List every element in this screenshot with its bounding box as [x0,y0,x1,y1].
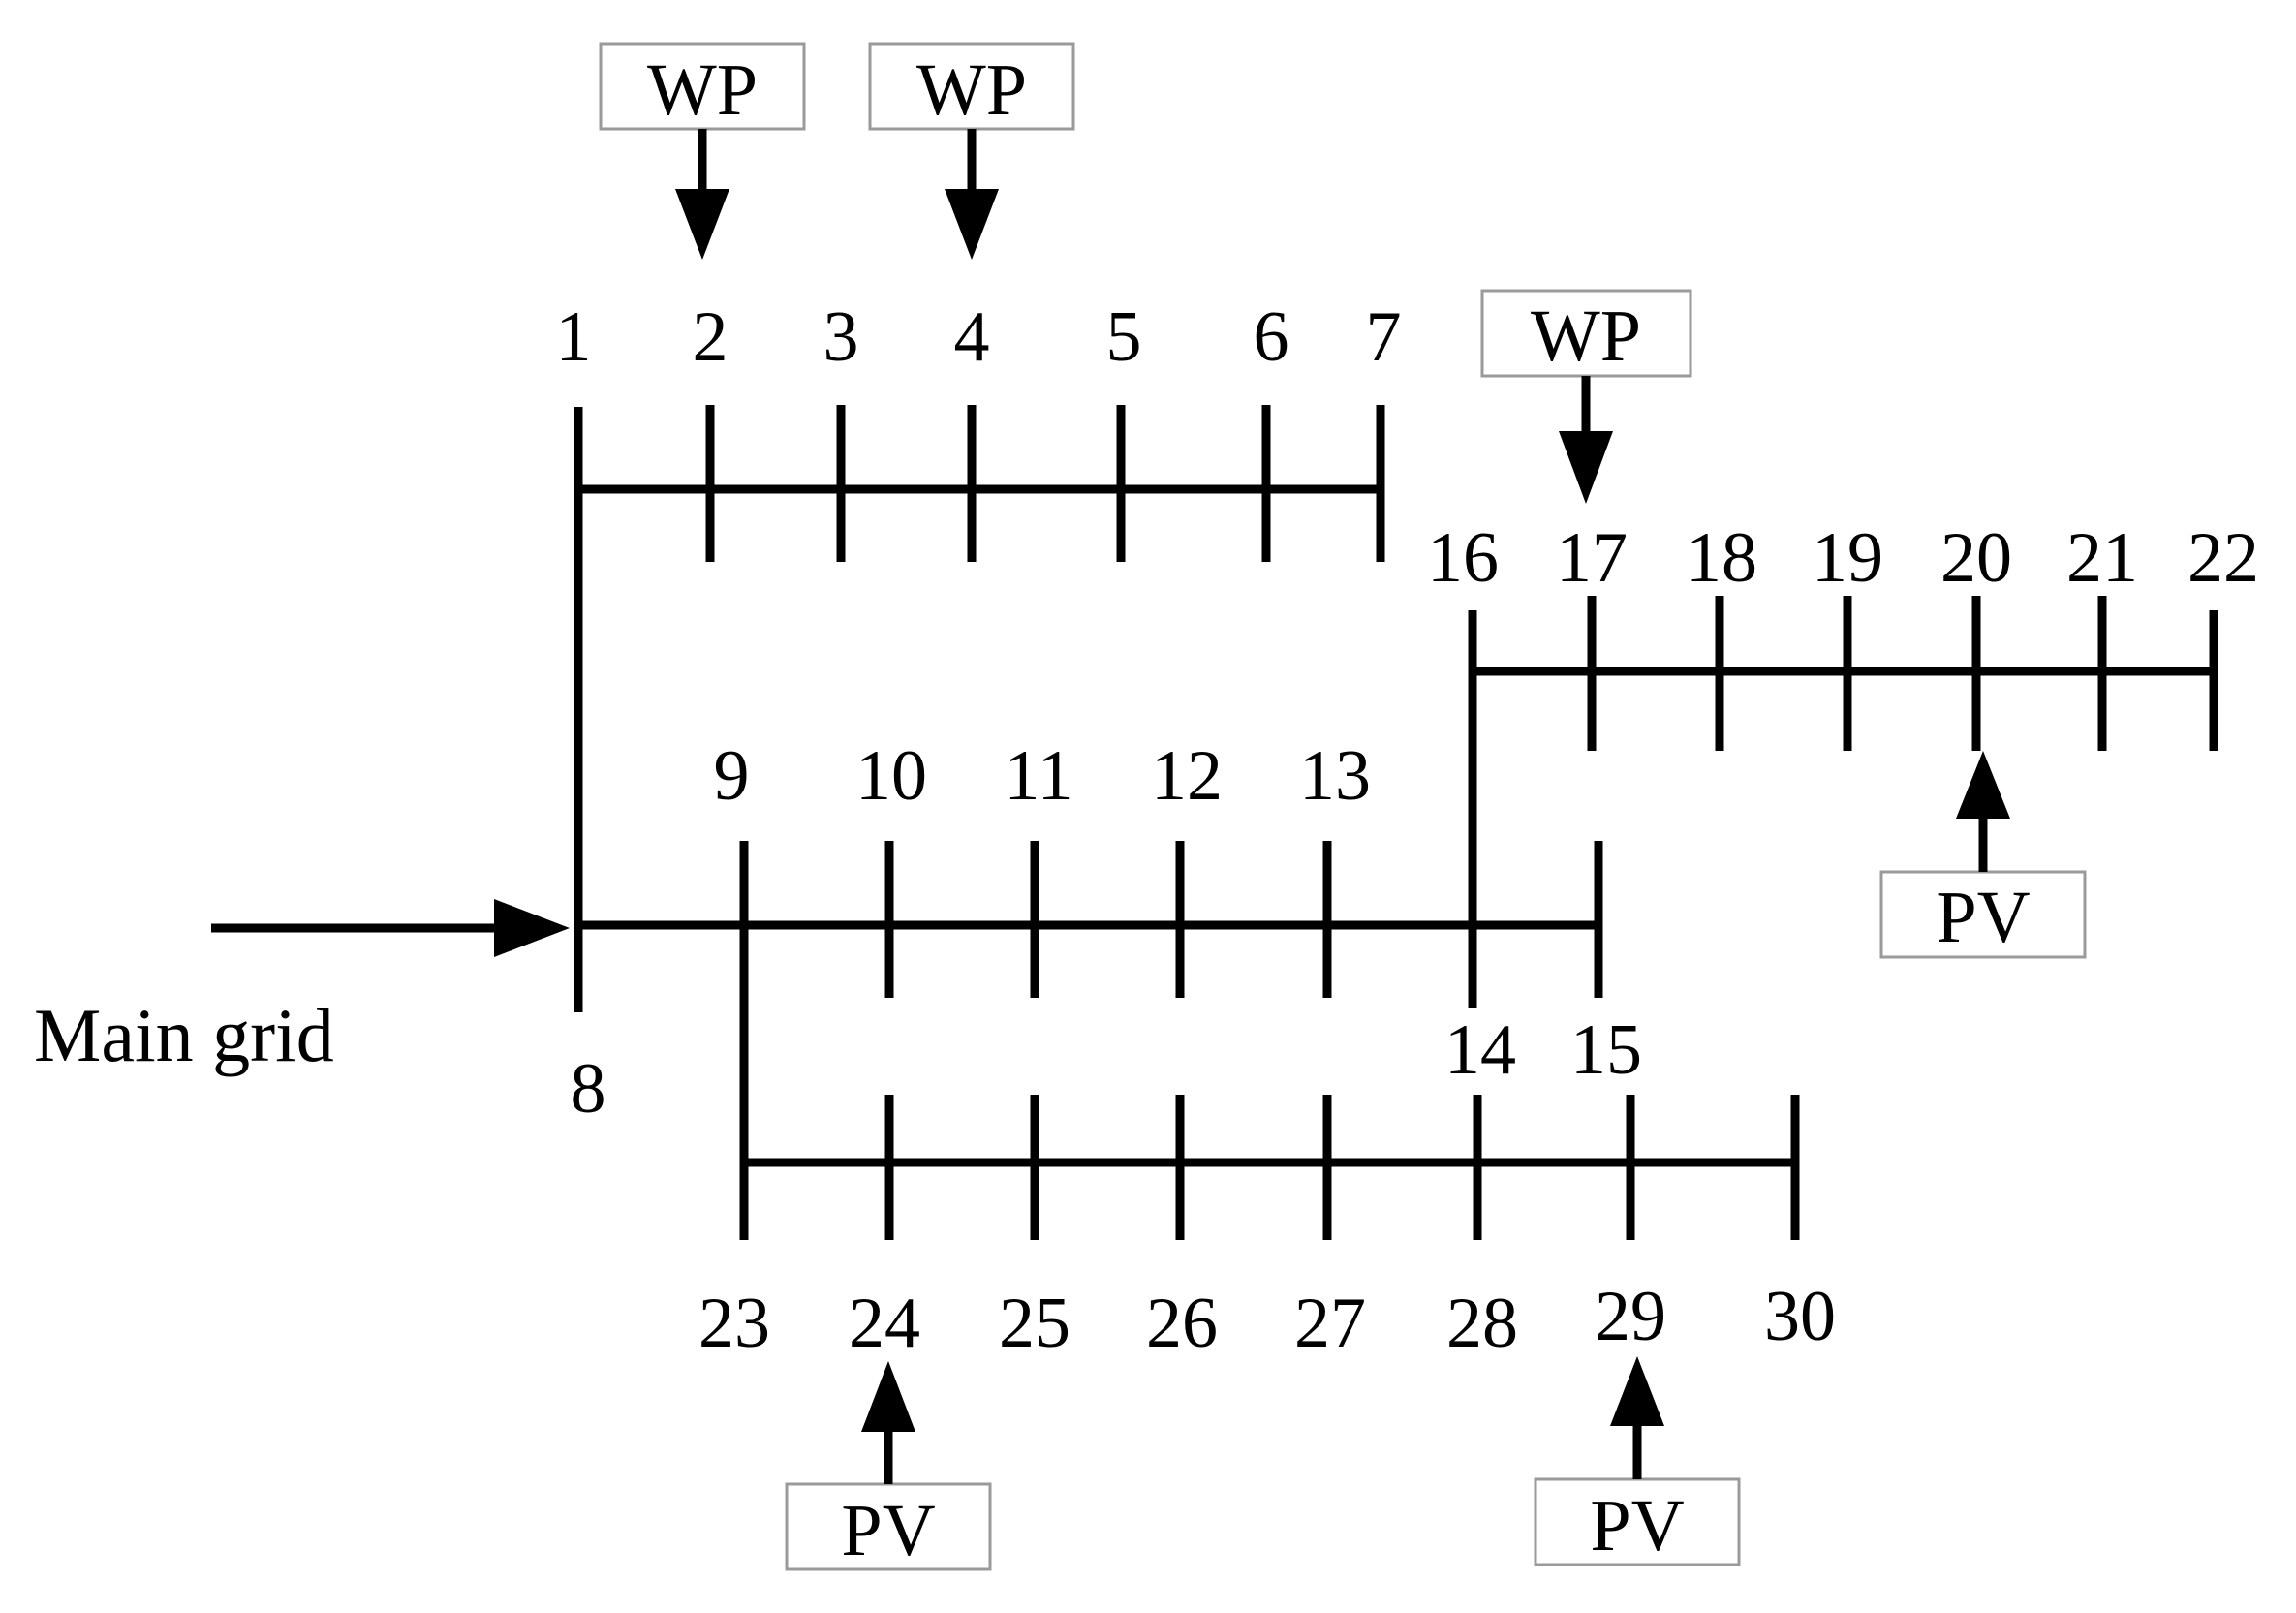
node-label-8: 8 [571,1049,606,1129]
wp-label: WP [916,49,1027,131]
node-label-27: 27 [1294,1284,1366,1363]
node-label-14: 14 [1444,1010,1516,1090]
source-wp-node-4: WP [868,42,1075,260]
main-grid-feed: Main grid [34,899,570,1077]
node-label-22: 22 [2187,518,2259,598]
node-label-7: 7 [1366,297,1402,377]
node-label-19: 19 [1812,518,1883,598]
node-label-15: 15 [1570,1010,1642,1090]
wp-box [868,42,1075,131]
pv-label: PV [841,1490,935,1571]
node-label-4: 4 [954,297,990,377]
pv-label: PV [1590,1485,1684,1566]
node-label-10: 10 [855,736,927,816]
down-arrow-icon [945,189,999,260]
node-label-1: 1 [556,297,592,377]
wp-label: WP [647,49,758,131]
wp-box [599,42,806,131]
main-grid-arrowhead [494,899,570,957]
pv-box [1534,1477,1741,1566]
pv-label: PV [1936,877,2030,958]
node-label-2: 2 [693,297,729,377]
node-labels: 1 2 3 4 5 6 7 8 9 10 11 12 13 14 15 16 1… [556,297,2260,1363]
main-grid-label: Main grid [34,993,334,1077]
node-label-3: 3 [823,297,859,377]
node-label-26: 26 [1146,1284,1218,1363]
source-pv-node-29: PV [1534,1356,1741,1566]
node-label-24: 24 [849,1284,920,1363]
down-arrow-icon [1559,431,1613,504]
up-arrow-icon [861,1361,915,1432]
node-label-11: 11 [1004,736,1072,816]
source-pv-node-24: PV [785,1361,992,1571]
node-label-25: 25 [999,1284,1070,1363]
pv-box [1879,870,2087,959]
down-arrow-icon [675,189,729,260]
node-label-20: 20 [1940,518,2012,598]
node-label-18: 18 [1686,518,1757,598]
node-label-28: 28 [1446,1284,1518,1363]
node-label-16: 16 [1427,518,1499,598]
source-wp-node-17: WP [1480,289,1692,504]
source-pv-node-20: PV [1879,751,2087,959]
node-label-23: 23 [698,1284,770,1363]
pv-box [785,1482,992,1571]
wp-label: WP [1531,295,1641,377]
node-label-13: 13 [1299,736,1371,816]
node-label-21: 21 [2066,518,2138,598]
up-arrow-icon [1610,1356,1664,1426]
node-label-30: 30 [1764,1277,1836,1356]
node-label-12: 12 [1151,736,1223,816]
node-label-9: 9 [714,736,750,816]
up-arrow-icon [1956,751,2010,819]
node-label-6: 6 [1254,297,1289,377]
source-wp-node-2: WP [599,42,806,260]
node-label-17: 17 [1556,518,1628,598]
node-label-5: 5 [1106,297,1142,377]
bus-ticks [705,405,2218,1240]
node-label-29: 29 [1595,1277,1666,1356]
